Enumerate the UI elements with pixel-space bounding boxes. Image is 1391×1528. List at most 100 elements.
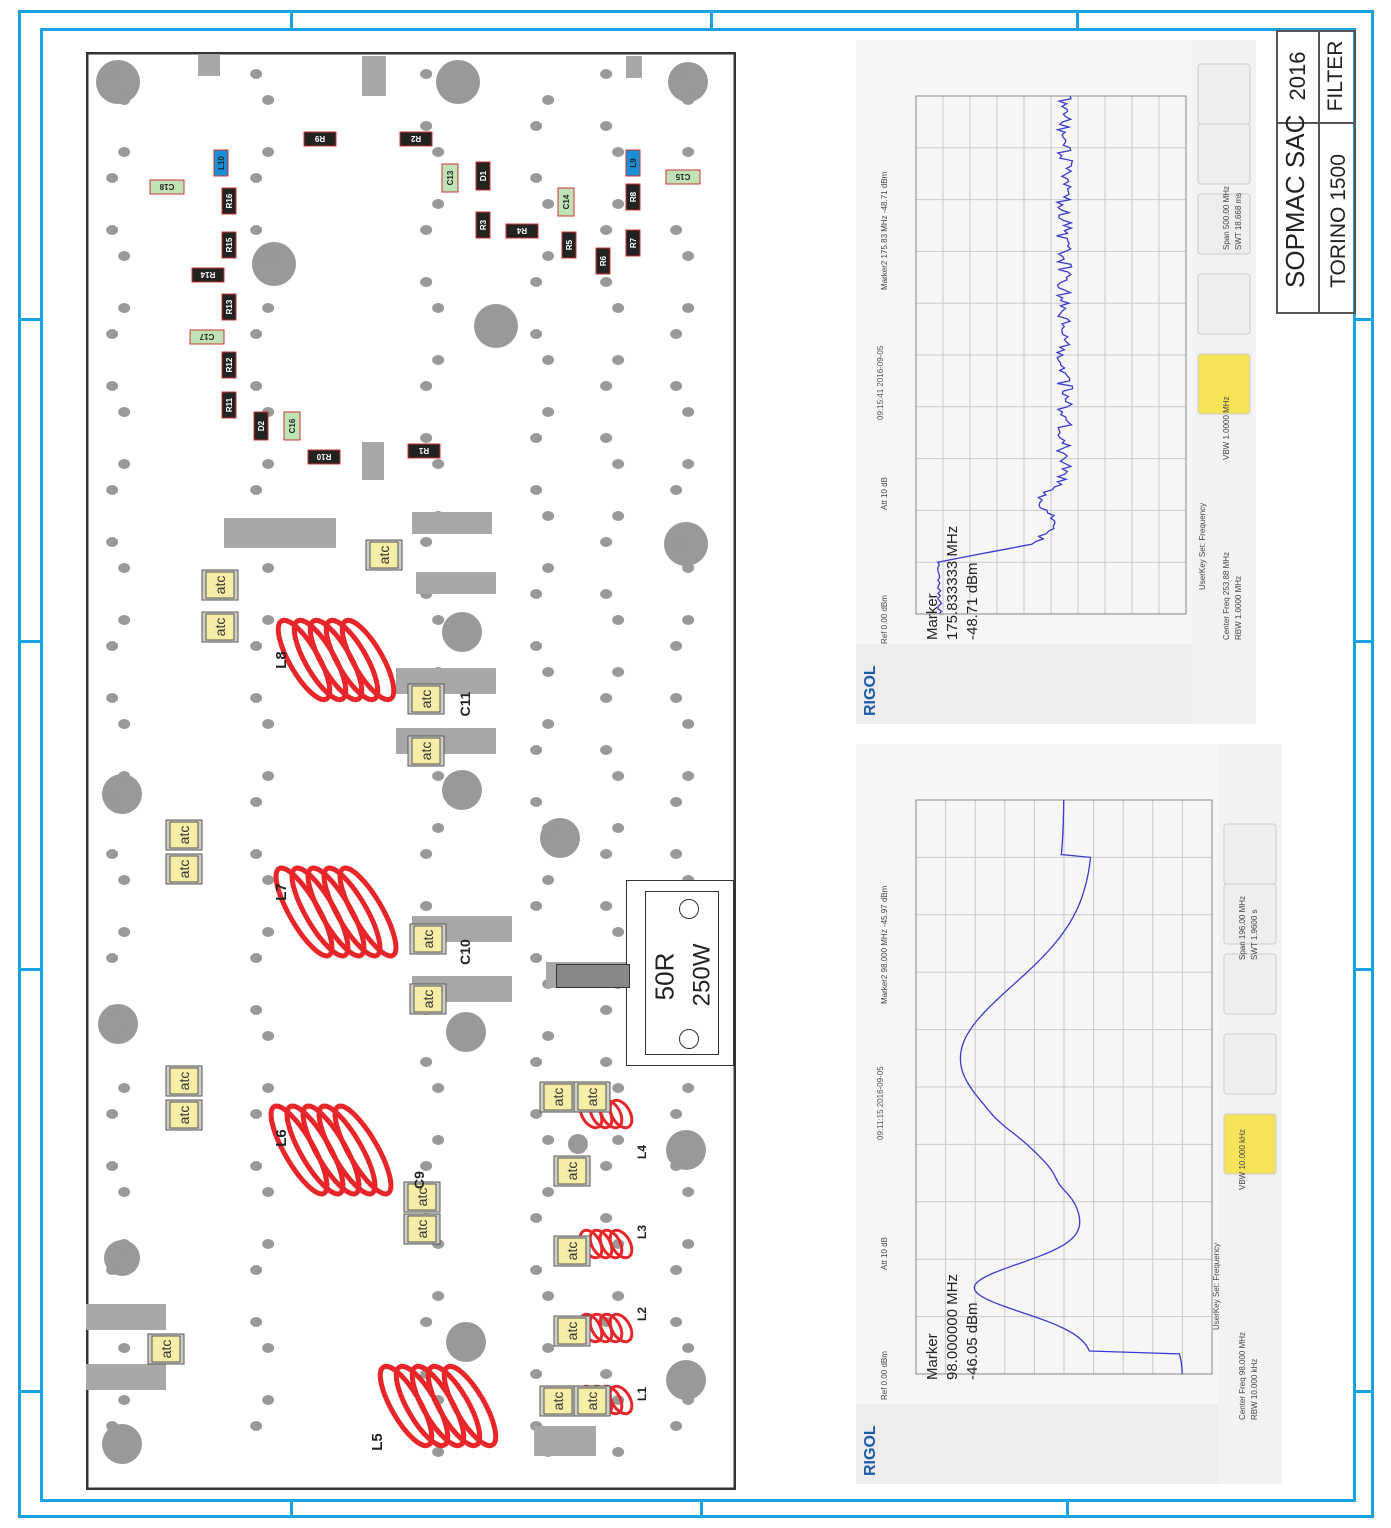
pcb-via xyxy=(670,329,682,339)
atc-capacitor: atc xyxy=(408,684,444,714)
smd-label: C16 xyxy=(288,418,297,433)
pcb-via xyxy=(250,1109,262,1119)
smd-r13: R13 xyxy=(222,294,236,320)
pcb-via xyxy=(530,173,542,183)
pcb-via xyxy=(542,719,554,729)
pcb-via xyxy=(118,719,130,729)
pcb-via xyxy=(600,1161,612,1171)
company-name: SOPMAC SAC xyxy=(1280,158,1310,288)
atc-label: atc xyxy=(158,1340,174,1359)
zone-tick xyxy=(18,1390,40,1393)
atc-label: atc xyxy=(212,618,228,637)
pcb-pad xyxy=(568,1134,588,1154)
atc-label: atc xyxy=(584,1088,600,1107)
zone-tick xyxy=(1066,1502,1069,1518)
smd-label: L10 xyxy=(217,156,226,170)
atc-capacitor: atc xyxy=(166,1066,202,1096)
pcb-via xyxy=(682,303,694,313)
analyzer1-userkey: UserKey Set: Frequency xyxy=(1198,503,1207,590)
pcb-via xyxy=(670,1317,682,1327)
pcb-pad xyxy=(96,60,140,104)
pcb-via xyxy=(542,95,554,105)
atc-label: atc xyxy=(564,1162,580,1181)
pcb-via xyxy=(530,121,542,131)
pcb-via xyxy=(106,1421,118,1431)
pcb-via xyxy=(670,225,682,235)
pcb-via xyxy=(542,823,554,833)
pcb-via xyxy=(250,173,262,183)
pcb-via xyxy=(542,251,554,261)
pcb-via xyxy=(600,589,612,599)
inductor-label: L6 xyxy=(273,1129,290,1147)
pcb-via xyxy=(262,251,274,261)
analyzer2-vbw: VBW 10.000 kHz xyxy=(1238,1129,1247,1190)
smd-c14: C14 xyxy=(558,188,574,216)
pcb-via xyxy=(262,563,274,573)
pcb-via xyxy=(612,615,624,625)
pcb-via xyxy=(250,849,262,859)
pcb-via xyxy=(682,719,694,729)
menu-button xyxy=(1198,124,1250,184)
zone-tick xyxy=(290,1502,293,1518)
power-resistor: 50R 250W xyxy=(626,880,734,1066)
pcb-via xyxy=(542,1031,554,1041)
pcb-copper-area xyxy=(198,54,220,76)
smd-c18: C18 xyxy=(150,180,184,194)
resistor-value: 50R xyxy=(649,953,680,1001)
zone-tick xyxy=(1356,640,1374,643)
pcb-pad xyxy=(252,242,296,286)
pcb-via xyxy=(670,1109,682,1119)
capacitor-label: C11 xyxy=(457,691,473,716)
atc-capacitor: atc xyxy=(166,854,202,884)
smd-label: C15 xyxy=(675,172,690,181)
smd-r3: R3 xyxy=(476,212,490,238)
pcb-via xyxy=(118,615,130,625)
analyzer1-timestamp: 09:15:41 2016-09-05 xyxy=(876,346,885,420)
pcb-via xyxy=(682,459,694,469)
zone-tick xyxy=(1356,1390,1374,1393)
smd-label: R2 xyxy=(410,134,421,143)
pcb-via xyxy=(600,1005,612,1015)
pcb-via xyxy=(670,69,682,79)
pcb-pad xyxy=(102,1424,142,1464)
pcb-via xyxy=(530,641,542,651)
analyzer1-ref: Ref 0.00 dBm xyxy=(880,595,889,644)
pcb-via xyxy=(250,641,262,651)
smd-r9: R9 xyxy=(304,132,336,146)
menu-button xyxy=(1224,954,1276,1014)
pcb-via xyxy=(432,1291,444,1301)
analyzer1-att: Att 10 dB xyxy=(880,477,889,510)
zone-tick xyxy=(1356,318,1374,321)
pcb-via xyxy=(682,147,694,157)
smd-c13: C13 xyxy=(442,164,458,192)
atc-capacitor: atc xyxy=(366,540,402,570)
zone-tick xyxy=(18,318,40,321)
menu-button xyxy=(1224,1114,1276,1174)
analyzer1-vbw: VBW 1.0000 MHz xyxy=(1222,396,1231,460)
pcb-via xyxy=(670,485,682,495)
pcb-via xyxy=(670,849,682,859)
smd-label: R11 xyxy=(225,397,234,412)
pcb-via xyxy=(420,1161,432,1171)
pcb-via xyxy=(262,1343,274,1353)
pcb-via xyxy=(420,537,432,547)
atc-capacitor: atc xyxy=(148,1334,184,1364)
inductor-label: L2 xyxy=(635,1307,649,1321)
analyzer1-brand: RIGOL xyxy=(862,665,880,716)
pcb-via xyxy=(250,329,262,339)
pcb-via xyxy=(106,537,118,547)
atc-capacitor: atc xyxy=(410,924,446,954)
pcb-via xyxy=(682,771,694,781)
model-name: TORINO 1500 xyxy=(1327,151,1353,291)
pcb-via xyxy=(250,953,262,963)
atc-label: atc xyxy=(212,576,228,595)
pcb-via xyxy=(682,251,694,261)
analyzer1-marker-level: -48.71 dBm xyxy=(964,562,981,640)
pcb-via xyxy=(682,1083,694,1093)
pcb-via xyxy=(600,537,612,547)
menu-button xyxy=(1198,274,1250,334)
smd-r1: R1 xyxy=(408,444,440,458)
smd-r14: R14 xyxy=(192,268,224,282)
smd-d1: D1 xyxy=(476,162,490,190)
smd-label: L9 xyxy=(629,158,638,168)
